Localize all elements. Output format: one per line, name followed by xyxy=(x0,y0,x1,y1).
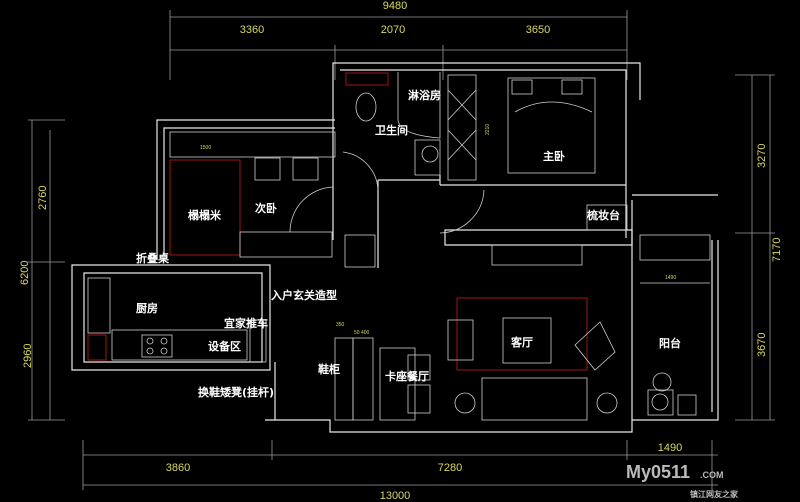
dim-wardrobe: 2210 xyxy=(485,124,491,135)
dim-balcony-width: 1490 xyxy=(665,275,676,281)
coffee-table xyxy=(502,317,552,364)
label-second-bedroom: 次卧 xyxy=(255,201,277,215)
washbasin xyxy=(414,139,441,176)
label-booth-dining: 卡座餐厅 xyxy=(385,369,429,383)
watermark-logo: My0511 xyxy=(626,462,690,482)
dressing-table-shape xyxy=(586,204,628,231)
label-shoe-cabinet: 鞋柜 xyxy=(318,362,340,376)
bedroom-cabinet xyxy=(169,131,336,158)
tatami-platform xyxy=(169,159,241,256)
dim-top-total: 9480 xyxy=(383,0,407,12)
label-shower: 淋浴房 xyxy=(408,88,441,102)
washing-machine xyxy=(647,389,674,416)
dim-bottom-2: 7280 xyxy=(438,462,462,474)
dim-bottom-1: 3860 xyxy=(166,462,190,474)
rug xyxy=(456,297,588,371)
label-kitchen: 厨房 xyxy=(136,301,158,315)
dim-right-lower: 3670 xyxy=(756,333,768,357)
bathroom-shelf xyxy=(345,72,389,86)
balcony-cabinet xyxy=(639,234,711,261)
bed xyxy=(507,77,596,174)
label-dressing-table: 梳妆台 xyxy=(586,208,620,222)
dim-shoe-a: 350 xyxy=(336,322,345,328)
armchair xyxy=(574,321,616,371)
label-folding-table: 折叠桌 xyxy=(136,251,170,265)
stove xyxy=(141,334,173,358)
dim-top-1: 3360 xyxy=(240,24,264,36)
tv-cabinet xyxy=(491,244,583,266)
label-living-room: 客厅 xyxy=(510,335,533,349)
label-shoe-stool: 换鞋矮凳(挂杆) xyxy=(198,385,274,399)
wardrobe xyxy=(447,74,477,181)
door-swing xyxy=(439,189,485,234)
sink xyxy=(87,277,111,334)
watermark-tagline: 镇江网友之家 xyxy=(690,489,739,499)
dim-top-2: 2070 xyxy=(381,24,405,36)
label-bathroom: 卫生间 xyxy=(375,123,408,137)
label-ikea-cart: 宜家推车 xyxy=(224,316,268,330)
dim-bottom-total: 13000 xyxy=(380,490,411,502)
dim-right-total: 7170 xyxy=(771,238,783,262)
kitchen-counter xyxy=(111,329,248,361)
dining-table xyxy=(379,347,416,421)
door-swing xyxy=(289,186,334,233)
shoe-cabinet-shape xyxy=(334,337,354,421)
sofa xyxy=(481,377,588,421)
label-entrance-feature: 入户玄关造型 xyxy=(271,288,337,302)
dimension-lines xyxy=(28,10,775,490)
walls xyxy=(71,62,719,433)
dim-bottom-3: 1490 xyxy=(658,442,682,454)
label-tatami: 榻榻米 xyxy=(188,208,222,222)
dim-tatami-width: 1500 xyxy=(200,145,211,151)
dim-top-3: 3650 xyxy=(526,24,550,36)
shower-enclosure xyxy=(397,72,441,139)
label-master-bedroom: 主卧 xyxy=(543,149,565,163)
watermark: My0511 .COM 镇江网友之家 xyxy=(626,462,739,499)
dim-left-total: 6200 xyxy=(19,261,31,285)
dim-shoe-b: 50 400 xyxy=(354,330,370,336)
furniture xyxy=(87,72,711,421)
label-equipment-area: 设备区 xyxy=(208,339,241,353)
dim-left-lower: 2960 xyxy=(22,344,34,368)
dim-left-upper: 2760 xyxy=(37,186,49,210)
label-balcony: 阳台 xyxy=(659,336,681,350)
watermark-domain: .COM xyxy=(700,470,724,480)
toilet xyxy=(355,92,377,122)
dim-right-upper: 3270 xyxy=(756,144,768,168)
